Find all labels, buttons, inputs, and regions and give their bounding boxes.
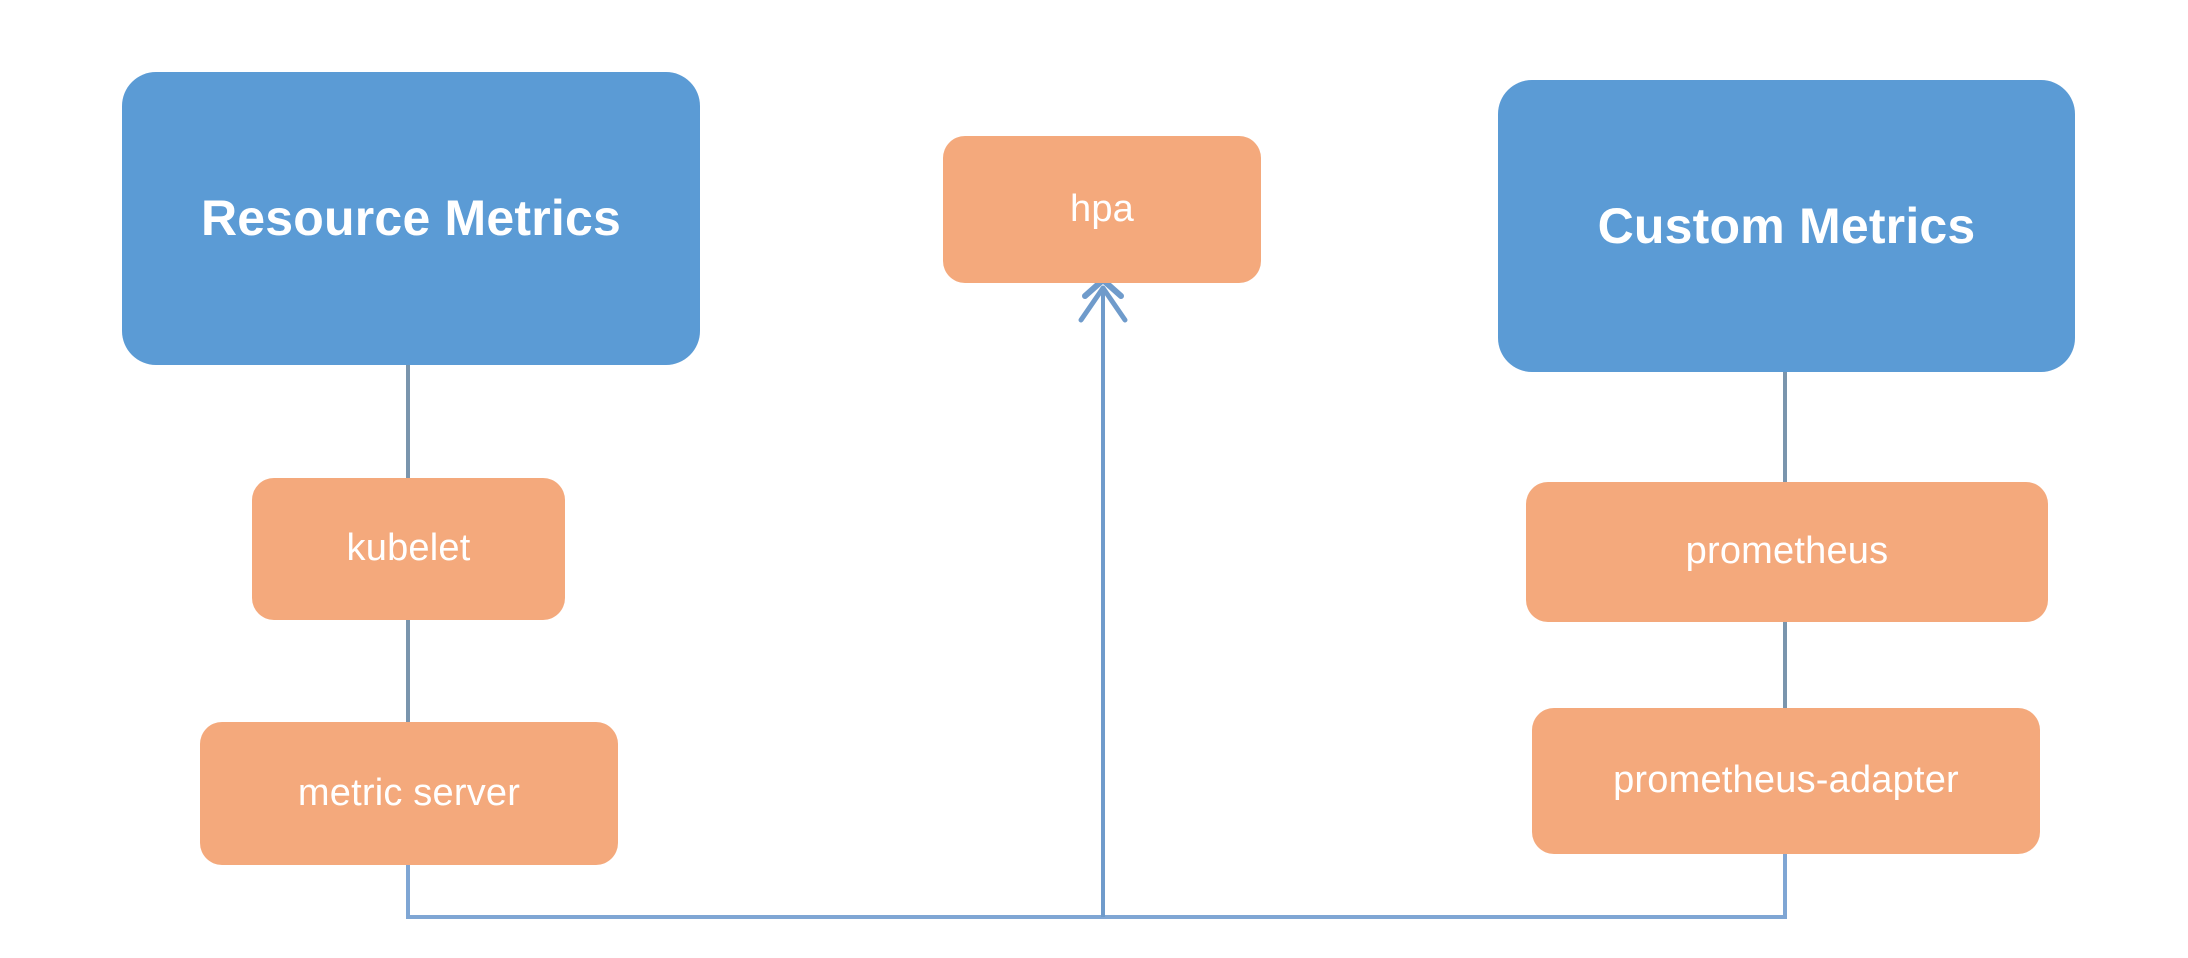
node-metric-server[interactable]: metric server [200, 722, 618, 865]
node-label-resource-metrics: Resource Metrics [200, 190, 622, 246]
node-resource-metrics[interactable]: Resource Metrics [122, 72, 700, 365]
node-label-hpa: hpa [1069, 187, 1134, 230]
node-label-kubelet: kubelet [346, 527, 471, 570]
arrowhead-hpa-outer [1078, 285, 1128, 323]
node-kubelet[interactable]: kubelet [252, 478, 565, 620]
node-hpa[interactable]: hpa [943, 136, 1261, 283]
node-prometheus[interactable]: prometheus [1526, 482, 2048, 622]
node-label-metric-server: metric server [297, 771, 521, 814]
node-label-custom-metrics: Custom Metrics [1597, 197, 1976, 254]
node-prometheus-adapter[interactable]: prometheus-adapter [1532, 708, 2040, 854]
node-custom-metrics[interactable]: Custom Metrics [1498, 80, 2075, 372]
node-label-prometheus-adapter: prometheus-adapter [1613, 759, 1959, 802]
node-label-prometheus: prometheus [1685, 530, 1889, 573]
